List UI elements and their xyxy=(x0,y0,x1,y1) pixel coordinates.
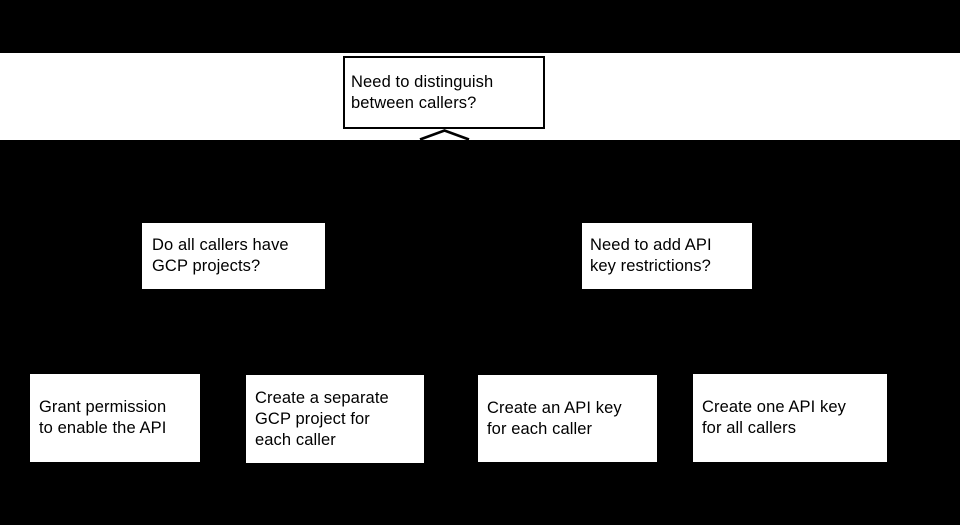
node-line: Grant permission xyxy=(39,398,167,416)
node-line: for all callers xyxy=(702,419,797,437)
node-separate-gcp-project: Create a separate GCP project for each c… xyxy=(246,375,424,463)
node-line: between callers? xyxy=(351,93,477,112)
node-line: Need to distinguish xyxy=(351,72,494,91)
node-api-key-restrictions-question: Need to add API key restrictions? xyxy=(582,223,752,289)
node-line: Create an API key xyxy=(487,398,622,417)
node-need-distinguish: Need to distinguish between callers? xyxy=(343,56,545,129)
node-grant-permission: Grant permission to enable the API xyxy=(30,374,200,462)
node-line: GCP project for xyxy=(255,409,370,428)
node-line: key restrictions? xyxy=(590,257,711,275)
node-line: Create a separate xyxy=(255,388,389,407)
node-gcp-projects-question: Do all callers have GCP projects? xyxy=(142,223,325,289)
node-line: GCP projects? xyxy=(152,257,261,275)
node-line: Need to add API xyxy=(590,236,712,254)
node-line: Create one API key xyxy=(702,398,846,416)
node-one-api-key-all-callers: Create one API key for all callers xyxy=(693,374,887,462)
node-line: for each caller xyxy=(487,419,593,438)
node-line: Do all callers have xyxy=(152,236,289,254)
node-line: to enable the API xyxy=(39,419,167,437)
node-line: each caller xyxy=(255,430,336,449)
node-api-key-each-caller: Create an API key for each caller xyxy=(478,375,657,462)
